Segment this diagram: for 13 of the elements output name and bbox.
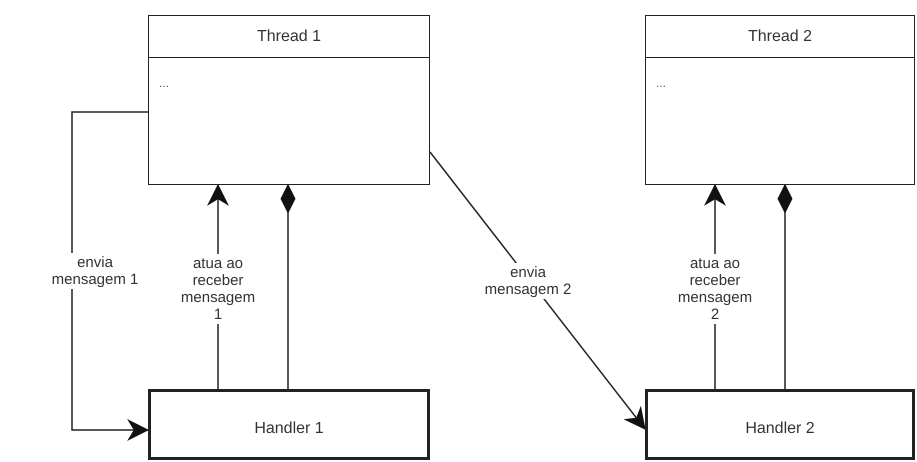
handler-name: Handler 1 [254, 420, 324, 439]
class-name: Thread 2 [748, 28, 812, 46]
handler-box [645, 389, 915, 460]
composition-line [778, 184, 792, 389]
handler-name: Handler 2 [745, 420, 815, 439]
class-box [645, 15, 915, 185]
class-body-text: ... [656, 76, 666, 90]
handler-box [148, 389, 430, 460]
composition-line [280, 184, 296, 389]
class-name: Thread 1 [256, 28, 322, 46]
class-box [148, 15, 430, 185]
arrow [71, 111, 150, 441]
class-body-text: ... [159, 76, 170, 90]
